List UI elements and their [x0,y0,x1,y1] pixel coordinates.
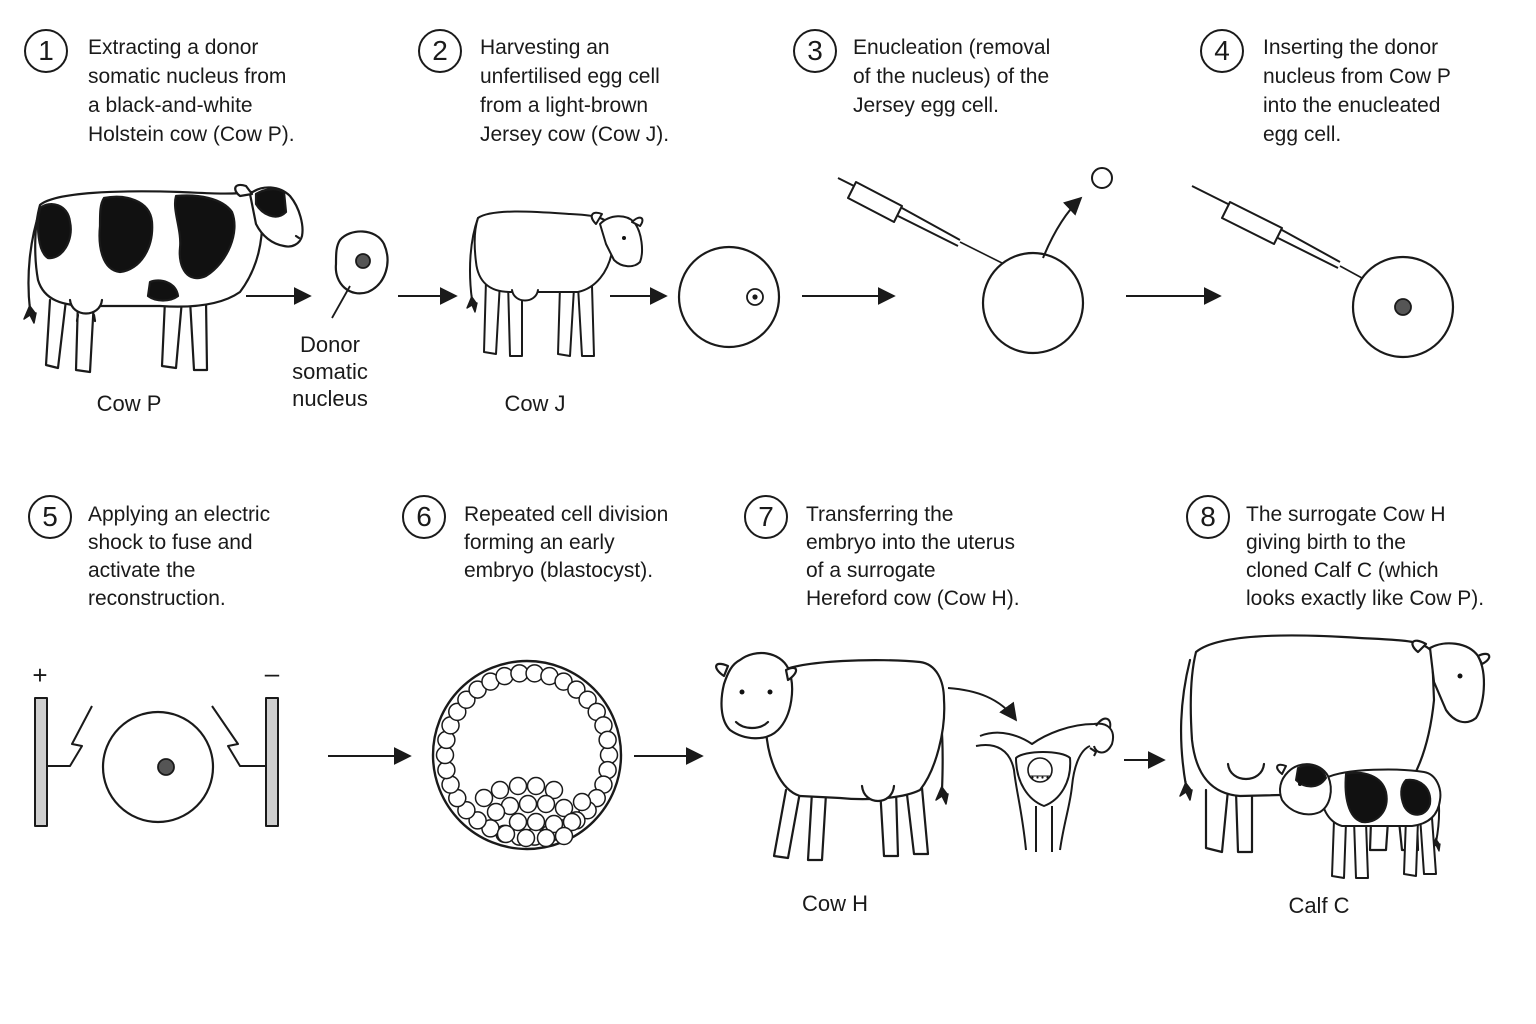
negative-electrode [265,697,279,827]
step-1-line: somatic nucleus from [88,65,287,88]
step-5-description: Applying an electric shock to fuse and a… [88,501,270,613]
step-2-line: unfertilised egg cell [480,65,660,88]
step-8-description: The surrogate Cow H giving birth to the … [1246,501,1484,613]
step-5-line: Applying an electric [88,503,271,526]
removed-nucleus-arrow [1042,196,1083,259]
step-4-line: nucleus from Cow P [1263,65,1451,88]
step-4-number: 4 [1200,29,1244,73]
transfer-arrow [947,687,1018,722]
step-1-number: 1 [24,29,68,73]
step-1-line: Extracting a donor [88,36,259,59]
jersey-egg-cell [677,245,781,349]
donor-nucleus-label-line: Donor [300,332,360,357]
inner-cell-mass-cell [496,824,516,844]
step-4-line: egg cell. [1263,123,1342,146]
cow-j-label: Cow J [504,391,566,416]
trophoblast-cell [598,730,617,750]
inner-cell-mass-cell [544,814,564,834]
step-7-number: 7 [744,495,788,539]
trophoblast-cell [495,666,514,686]
inner-cell-mass-cell [526,776,546,796]
step-1-line: Holstein cow (Cow P). [88,123,295,146]
step-8-line: cloned Calf C (which [1246,559,1439,582]
donor-nucleus-label-line: somatic [292,359,368,384]
inner-cell-mass-cell [508,776,528,796]
inner-cell-mass-cell [554,826,574,846]
step-6-number: 6 [402,495,446,539]
step-4-description: Inserting the donor nucleus from Cow P i… [1263,33,1451,149]
step-8-line: The surrogate Cow H [1246,503,1446,526]
step-3-line: Jersey egg cell. [853,94,999,117]
inner-cell-mass-cell [516,828,536,848]
step-7-line: of a surrogate [806,559,936,582]
insertion-pipette [1191,185,1363,279]
donor-nucleus-label: Donor somatic nucleus [282,331,378,412]
cow-p-illustration [23,183,304,374]
cow-p-label: Cow P [96,391,162,416]
step-5-number: 5 [28,495,72,539]
cow-h-label: Cow H [801,891,868,916]
inner-cell-mass-cell [562,812,582,832]
plus-sign: + [32,660,48,690]
inner-cell-mass-cell [544,780,564,800]
reconstructed-egg-cell [1351,255,1455,359]
step-3-line: of the nucleus) of the [853,65,1050,88]
enucleation-pipette [837,177,1017,271]
inner-cell-mass-cell [536,794,556,814]
step-5-line: shock to fuse and [88,531,253,554]
step-6-line: Repeated cell division [464,503,669,526]
blastocyst [431,659,623,851]
minus-sign: – [264,658,280,688]
inner-cell-mass-cell [474,788,494,808]
donor-somatic-cell [331,230,389,319]
uterus-illustration [975,717,1114,852]
step-8-line: looks exactly like Cow P). [1246,587,1485,610]
calf-c-illustration [1276,763,1442,879]
inner-cell-mass-cell [508,812,528,832]
spark-left [47,705,93,767]
calf-c-label: Calf C [1288,893,1350,918]
inner-cell-mass-cell [536,828,556,848]
step-6-description: Repeated cell division forming an early … [464,501,668,585]
step-5-line: activate the [88,559,196,582]
step-7-line: embryo into the uterus [806,531,1015,554]
step-4-line: into the enucleated [1263,94,1441,117]
step-3-line: Enucleation (removal [853,36,1051,59]
inner-cell-mass-cell [490,780,510,800]
step-6-line: embryo (blastocyst). [464,559,654,582]
positive-electrode [34,697,48,827]
inner-cell-mass-cell [572,792,592,812]
enucleated-egg-cell [981,251,1085,355]
inner-cell-mass-cell [554,798,574,818]
inner-cell-mass-cell [486,802,506,822]
step-2-description: Harvesting an unfertilised egg cell from… [480,33,669,149]
step-7-description: Transferring the embryo into the uterus … [806,501,1020,613]
step-1-line: a black-and-white [88,94,253,117]
donor-nucleus [355,253,371,269]
cow-j-illustration [466,210,644,357]
trophoblast-cell [525,664,544,683]
step-6-line: forming an early [464,531,615,554]
step-7-line: Transferring the [806,503,954,526]
step-2-number: 2 [418,29,462,73]
removed-nucleus [1091,167,1113,189]
step-2-line: Jersey cow (Cow J). [480,123,670,146]
donor-nucleus-label-line: nucleus [292,386,368,411]
step-8-number: 8 [1186,495,1230,539]
step-4-line: Inserting the donor [1263,36,1439,59]
inner-cell-mass-cell [518,794,538,814]
step-2-line: from a light-brown [480,94,649,117]
step-5-line: reconstruction. [88,587,226,610]
step-8-line: giving birth to the [1246,531,1406,554]
step-7-line: Hereford cow (Cow H). [806,587,1020,610]
step-3-description: Enucleation (removal of the nucleus) of … [853,33,1050,120]
step-2-line: Harvesting an [480,36,610,59]
electric-fusion-setup [34,697,279,827]
cow-h-illustration [715,651,949,862]
step-3-number: 3 [793,29,837,73]
inner-cell-mass-cell [526,812,546,832]
step-1-description: Extracting a donor somatic nucleus from … [88,33,295,149]
spark-right [211,705,266,767]
